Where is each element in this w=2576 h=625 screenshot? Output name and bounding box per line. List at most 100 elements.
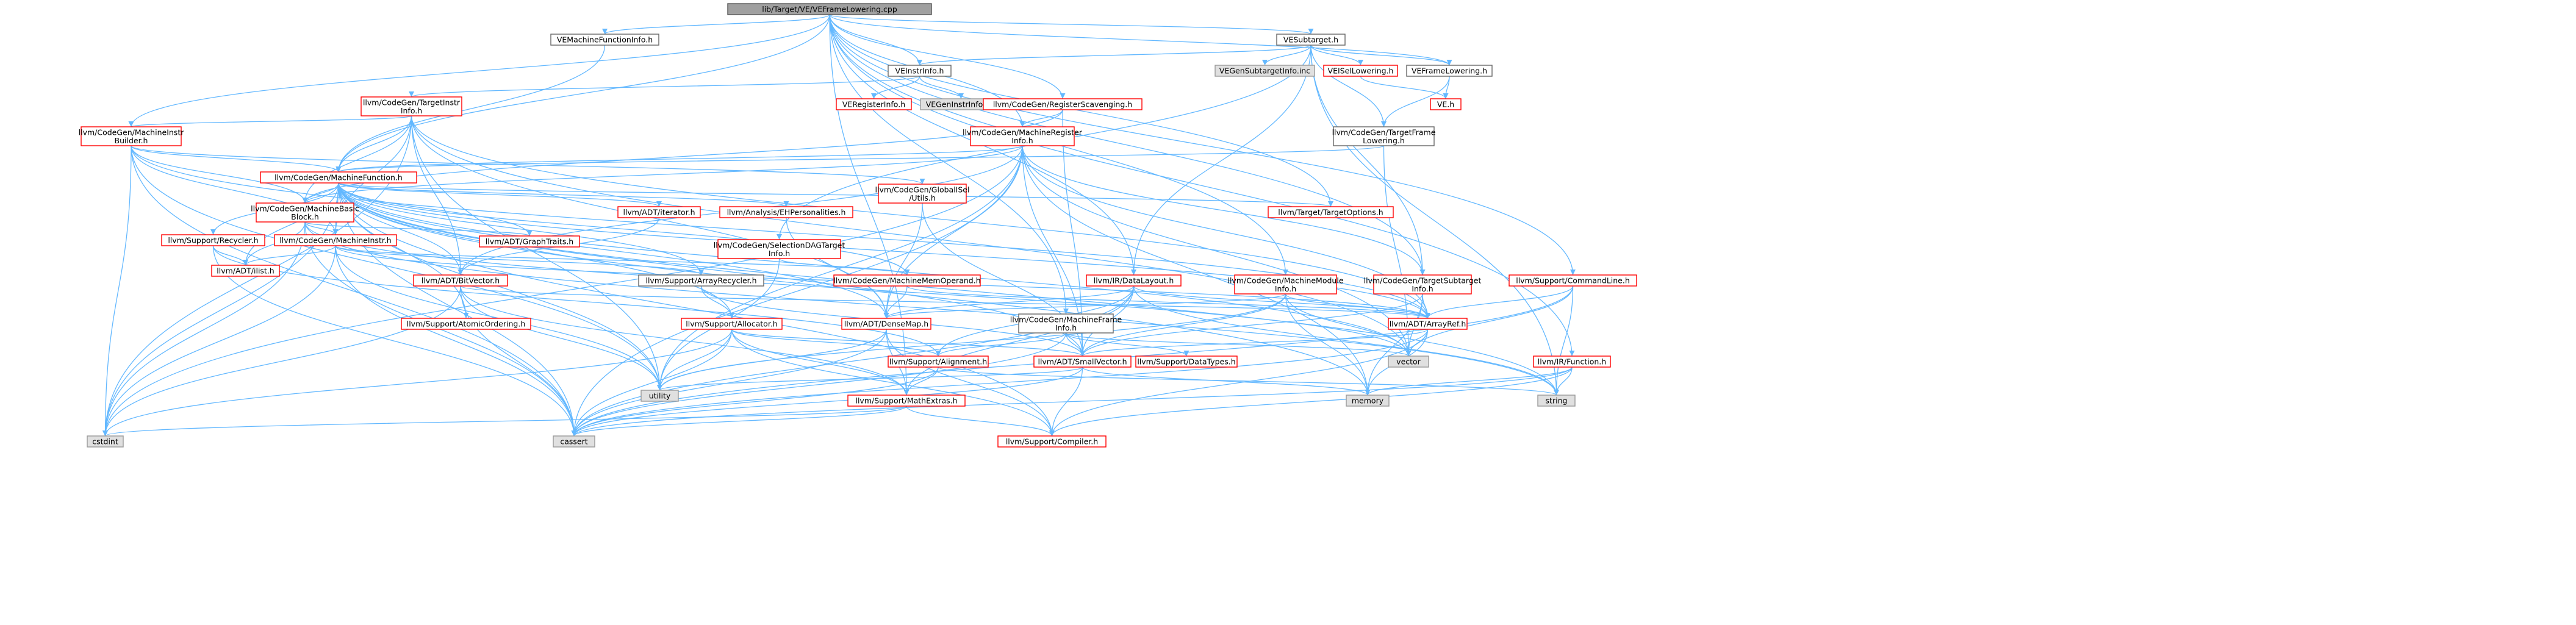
- node-ehpersonalities[interactable]: llvm/Analysis/EHPersonalities.h: [719, 206, 853, 218]
- edge-root-to-vesubtarget: [829, 14, 1314, 35]
- node-arrayref[interactable]: llvm/ADT/ArrayRef.h: [1388, 318, 1468, 330]
- node-bitvector[interactable]: llvm/ADT/BitVector.h: [413, 274, 508, 287]
- node-smallvector[interactable]: llvm/ADT/SmallVector.h: [1033, 355, 1132, 368]
- edge-mf-to-arrayref: [338, 182, 1430, 319]
- node-label: llvm/Analysis/EHPersonalities.h: [727, 208, 846, 217]
- edge-allocator-to-cassert: [571, 329, 733, 437]
- edge-vesubtarget-to-tsi: [1310, 45, 1426, 276]
- node-box: [1533, 355, 1611, 368]
- node-vesubtarget[interactable]: VESubtarget.h: [1276, 34, 1346, 46]
- node-datalayout[interactable]: llvm/IR/DataLayout.h: [1086, 274, 1182, 287]
- node-vegeninstrinfo[interactable]: VEGenInstrInfo.inc: [920, 98, 1002, 110]
- node-label: llvm/Support/AtomicOrdering.h: [407, 320, 526, 329]
- node-label: VEInstrInfo.h: [895, 66, 944, 76]
- edge-mf-to-cstdint: [102, 182, 339, 437]
- node-arrayrecycler[interactable]: llvm/Support/ArrayRecycler.h: [638, 274, 764, 287]
- edge-vesubtarget-to-datalayout: [1130, 45, 1311, 276]
- node-label: VESubtarget.h: [1283, 35, 1338, 45]
- node-commandline[interactable]: llvm/Support/CommandLine.h: [1509, 274, 1637, 287]
- node-box: [681, 318, 783, 330]
- node-string[interactable]: string: [1537, 395, 1576, 407]
- edge-allocator-to-cstdint: [102, 329, 733, 437]
- node-label: llvm/Support/Alignment.h: [889, 357, 987, 366]
- node-graphtraits[interactable]: llvm/ADT/GraphTraits.h: [479, 235, 580, 248]
- edge-minstr-to-cstdint: [102, 245, 336, 437]
- node-memory[interactable]: memory: [1346, 395, 1390, 407]
- node-label: llvm/CodeGen/MachineInstr.h: [279, 236, 391, 245]
- node-recycler[interactable]: llvm/Support/Recycler.h: [161, 234, 265, 246]
- node-cstdint[interactable]: cstdint: [87, 435, 124, 448]
- node-box: [401, 318, 531, 330]
- edge-veinstrinfo-to-targetinstrinfo: [409, 76, 920, 98]
- edge-bitvector-to-cassert: [460, 285, 577, 437]
- node-box: [87, 435, 124, 448]
- edge-mmi-to-densemap: [883, 293, 1286, 319]
- edge-mbb-to-cstdint: [102, 221, 306, 437]
- node-minstr[interactable]: llvm/CodeGen/MachineInstr.h: [274, 234, 397, 246]
- edge-datalayout-to-string: [1133, 285, 1559, 396]
- node-label: llvm/ADT/GraphTraits.h: [486, 237, 573, 246]
- node-label: llvm/CodeGen/MachineBasic: [251, 204, 359, 213]
- edge-mf-to-graphtraits: [338, 182, 533, 237]
- node-veregisterinfo[interactable]: VERegisterInfo.h: [836, 98, 912, 110]
- node-mathextras[interactable]: llvm/Support/MathExtras.h: [847, 395, 966, 407]
- node-atomicordering[interactable]: llvm/Support/AtomicOrdering.h: [401, 318, 531, 330]
- edge-root-to-vemfi: [602, 14, 830, 35]
- node-veisellowering[interactable]: VEISelLowering.h: [1323, 65, 1398, 77]
- node-mmo[interactable]: llvm/CodeGen/MachineMemOperand.h: [833, 274, 981, 287]
- edge-irfunction-to-string: [1553, 366, 1573, 396]
- edge-root-to-commandline: [829, 14, 1576, 276]
- node-label: llvm/ADT/ilist.h: [217, 266, 274, 276]
- node-vegensubtargetinfo[interactable]: VEGenSubtargetInfo.inc: [1214, 65, 1315, 77]
- edge-recycler-to-cassert: [212, 245, 577, 437]
- node-irfunction[interactable]: llvm/IR/Function.h: [1533, 355, 1611, 368]
- node-veframelowering[interactable]: VEFrameLowering.h: [1406, 65, 1493, 77]
- node-vector[interactable]: vector: [1388, 355, 1429, 368]
- edge-mib-to-globalisel: [131, 145, 925, 185]
- node-box: [1234, 274, 1337, 295]
- node-label: Info.h: [769, 249, 790, 258]
- node-compiler[interactable]: llvm/Support/Compiler.h: [997, 435, 1107, 448]
- node-targetoptions[interactable]: llvm/Target/TargetOptions.h: [1268, 206, 1394, 218]
- node-cassert[interactable]: cassert: [553, 435, 595, 448]
- node-box: [1509, 274, 1637, 287]
- edge-mib-to-mbb: [131, 145, 308, 204]
- node-allocator[interactable]: llvm/Support/Allocator.h: [681, 318, 783, 330]
- edge-recycler-to-ilist: [212, 245, 249, 266]
- node-densemap[interactable]: llvm/ADT/DenseMap.h: [841, 318, 931, 330]
- node-label: llvm/Support/CommandLine.h: [1516, 276, 1630, 285]
- edge-datalayout-to-mathextras: [903, 285, 1135, 396]
- edge-vemfi-to-mf: [335, 45, 606, 173]
- node-label: llvm/CodeGen/TargetInstr: [363, 98, 461, 107]
- node-label: VEGenInstrInfo.inc: [926, 100, 997, 109]
- node-datatypes[interactable]: llvm/Support/DataTypes.h: [1135, 355, 1238, 368]
- node-regscavenging[interactable]: llvm/CodeGen/RegisterScavenging.h: [983, 98, 1143, 110]
- node-label: llvm/Support/MathExtras.h: [855, 396, 957, 405]
- node-alignment[interactable]: llvm/Support/Alignment.h: [888, 355, 989, 368]
- edge-allocator-to-alignment: [731, 329, 941, 357]
- node-vemfi[interactable]: VEMachineFunctionInfo.h: [550, 34, 659, 46]
- node-globalisel[interactable]: llvm/CodeGen/GlobalISel/Utils.h: [875, 184, 970, 204]
- node-adtiterator[interactable]: llvm/ADT/iterator.h: [617, 206, 701, 218]
- node-label: VERegisterInfo.h: [842, 100, 905, 109]
- node-ilist[interactable]: llvm/ADT/ilist.h: [211, 265, 280, 277]
- node-veinstrinfo[interactable]: VEInstrInfo.h: [888, 65, 952, 77]
- node-veh[interactable]: VE.h: [1430, 98, 1462, 110]
- edge-targetinstrinfo-to-bitvector: [411, 115, 464, 276]
- node-box: [836, 98, 912, 110]
- node-utility[interactable]: utility: [640, 390, 679, 402]
- node-box: [256, 202, 354, 223]
- edge-mbb-to-string: [304, 221, 1559, 396]
- node-root[interactable]: lib/Target/VE/VEFrameLowering.cpp: [727, 3, 932, 15]
- node-mf[interactable]: llvm/CodeGen/MachineFunction.h: [260, 171, 417, 184]
- node-label: Info.h: [1055, 323, 1077, 332]
